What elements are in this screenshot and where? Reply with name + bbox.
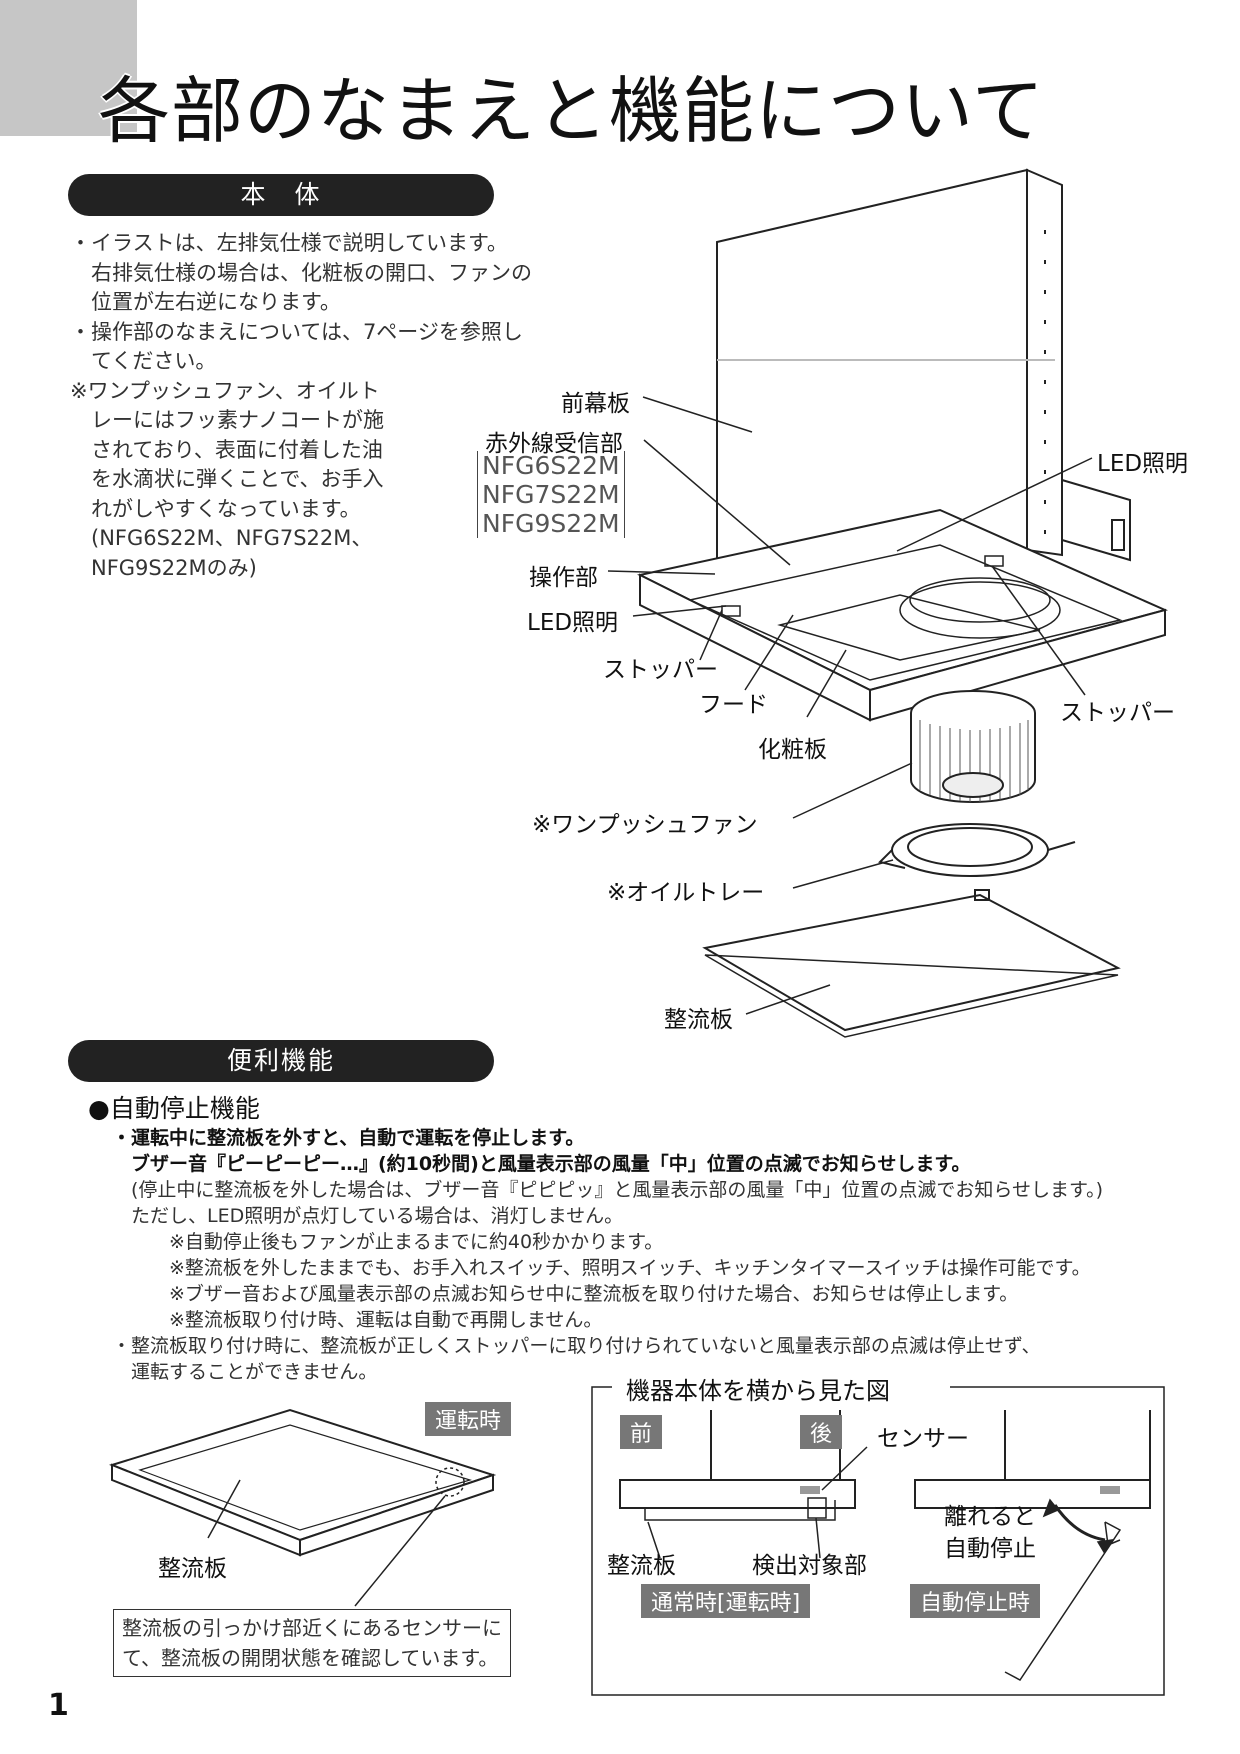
normal-tag: 通常時[運転時] (641, 1584, 811, 1618)
section-header-features: 便利機能 (68, 1040, 494, 1082)
note-line: (NFG6S22M、NFG7S22M、 (70, 526, 373, 550)
label-fan: ※ワンプッシュファン (532, 812, 758, 838)
feature-line: ただし、LED照明が点灯している場合は、消灯しません。 (112, 1205, 624, 1227)
feature-line: ※整流板を外したままでも、お手入れスイッチ、照明スイッチ、キッチンタイマースイッ… (112, 1257, 1091, 1279)
feature-line: ※自動停止後もファンが止まるまでに約40秒かかります。 (112, 1231, 664, 1253)
feature-line: 運転することができません。 (112, 1361, 378, 1383)
sensor-note-box: 整流板の引っかけ部近くにあるセンサーに て、整流板の開閉状態を確認しています。 (113, 1609, 511, 1677)
label-front-panel: 前幕板 (561, 391, 630, 417)
label-release-1: 離れると (944, 1504, 1036, 1530)
label-led-right: LED照明 (1097, 451, 1189, 477)
note-line: ・操作部のなまえについては、7ページを参照し (70, 319, 523, 344)
label-oil-tray: ※オイルトレー (607, 880, 765, 906)
model-name: NFG7S22M (482, 480, 620, 509)
section-header-body: 本 体 (68, 174, 494, 216)
label-stopper-right: ストッパー (1060, 700, 1175, 726)
label-rectifier-side: 整流板 (607, 1553, 676, 1579)
feature-line: ※整流板取り付け時、運転は自動で再開しません。 (112, 1309, 603, 1331)
sensor-note-line: て、整流板の開閉状態を確認しています。 (122, 1646, 499, 1670)
label-led-left: LED照明 (527, 610, 619, 636)
label-rectifier: 整流板 (664, 1007, 733, 1033)
note-line: ※ワンプッシュファン、オイルト (70, 378, 380, 403)
note-line: れがしやすくなっています。 (70, 496, 361, 521)
note-line: 右排気仕様の場合は、化粧板の開口、ファンの (70, 260, 532, 285)
note-line: レーにはフッ素ナノコートが施 (70, 408, 384, 432)
feature-line: ※ブザー音および風量表示部の点滅お知らせ中に整流板を取り付けた場合、お知らせは停… (112, 1283, 1019, 1305)
feature-text: ・運転中に整流板を外すと、自動で運転を停止します。 ブザー音『ピーピーピー…』(… (112, 1125, 1103, 1385)
operating-tag: 運転時 (425, 1402, 512, 1436)
sensor-note-line: 整流板の引っかけ部近くにあるセンサーに (122, 1616, 502, 1640)
model-name: NFG9S22M (482, 509, 620, 538)
corner-tab (0, 0, 137, 136)
label-sensor: センサー (877, 1426, 969, 1452)
note-line: されており、表面に付着した油 (70, 437, 383, 462)
label-ir-receiver: 赤外線受信部 (485, 431, 623, 457)
front-tag: 前 (620, 1415, 663, 1449)
side-view-title: 機器本体を横から見た図 (620, 1371, 896, 1406)
page-number: 1 (48, 1688, 69, 1723)
note-line: てください。 (70, 349, 217, 373)
label-release-2: 自動停止 (944, 1536, 1036, 1562)
label-rectifier-diagram: 整流板 (158, 1556, 227, 1582)
label-detect: 検出対象部 (752, 1553, 867, 1579)
feature-line: (停止中に整流板を外した場合は、ブザー音『ピピピッ』と風量表示部の風量「中」位置… (112, 1179, 1104, 1201)
auto-stop-subtitle: ●自動停止機能 (88, 1094, 260, 1123)
page-title: 各部のなまえと機能について (98, 69, 1045, 153)
note-line: 位置が左右逆になります。 (70, 290, 341, 314)
notes: ・イラストは、左排気仕様で説明しています。 右排気仕様の場合は、化粧板の開口、フ… (70, 229, 532, 583)
model-name: NFG6S22M (482, 451, 620, 480)
note-line: ・イラストは、左排気仕様で説明しています。 (70, 231, 508, 255)
label-stopper-left: ストッパー (603, 657, 718, 683)
note-line: を水滴状に弾くことで、お手入 (70, 467, 384, 491)
feature-line: ブザー音『ピーピーピー…』(約10秒間)と風量表示部の風量「中」位置の点滅でお知… (112, 1153, 971, 1175)
back-tag: 後 (800, 1415, 843, 1449)
label-cosmetic-plate: 化粧板 (758, 737, 827, 763)
model-list: NFG6S22M NFG7S22M NFG9S22M (477, 451, 625, 538)
feature-line: ・整流板取り付け時に、整流板が正しくストッパーに取り付けられていないと風量表示部… (112, 1335, 1041, 1357)
auto-stop-tag: 自動停止時 (910, 1584, 1041, 1618)
label-hood: フード (699, 692, 768, 718)
label-control: 操作部 (529, 565, 598, 591)
note-line: NFG9S22Mのみ) (70, 555, 257, 580)
feature-line: ・運転中に整流板を外すと、自動で運転を停止します。 (112, 1127, 585, 1149)
